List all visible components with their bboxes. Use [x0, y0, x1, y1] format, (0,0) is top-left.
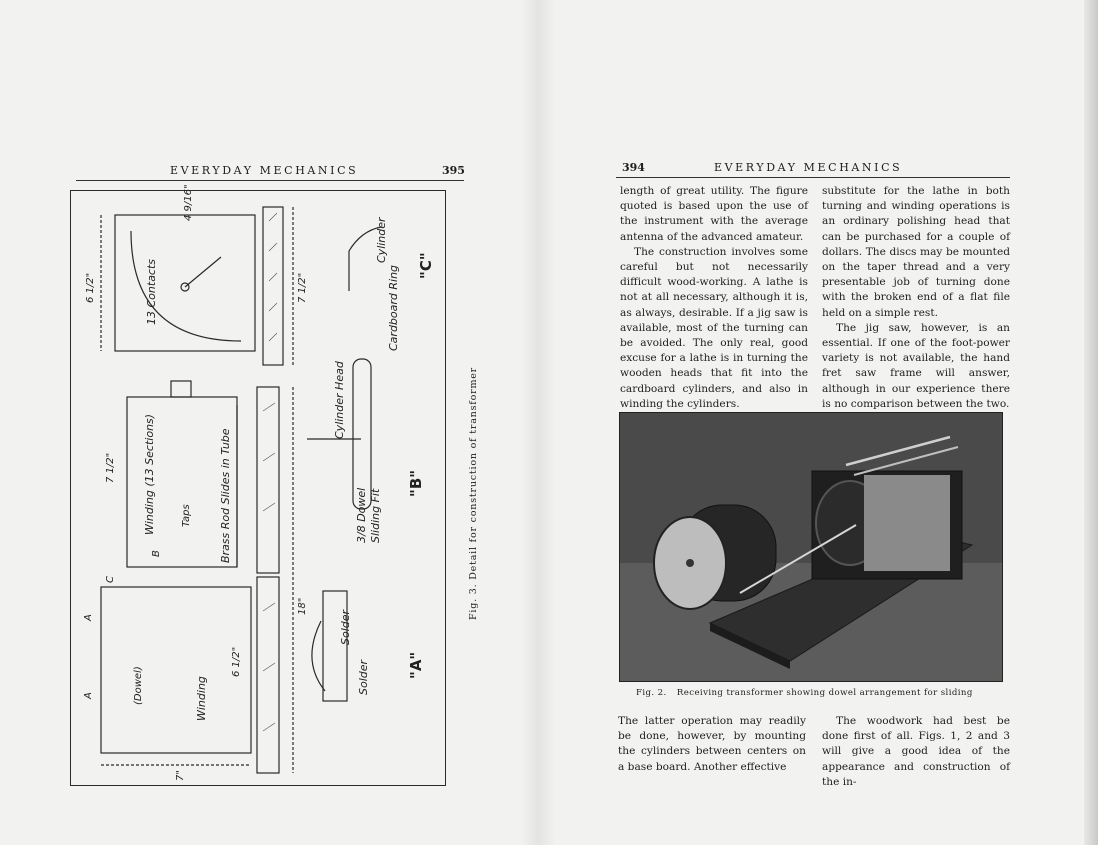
hatch-line: [262, 662, 276, 672]
right-cylinder-winding: [864, 475, 950, 571]
cylinder-head-dowel: [352, 358, 372, 510]
label-winding-sections: Winding (13 Sections): [143, 413, 156, 535]
label-dowel-fit: 3/8 Dowel: [355, 487, 368, 543]
figure-2-photo: [619, 412, 1003, 682]
label-dim-height: 7 1/2": [297, 272, 308, 303]
label-letter-a1: A: [83, 614, 94, 621]
label-dim-mid: 7 1/2": [105, 452, 116, 483]
switch-arm: [184, 256, 222, 288]
hatch-line: [262, 502, 276, 512]
left-running-head: EVERYDAY MECHANICS: [170, 164, 359, 177]
label-solder-1: Solder: [339, 609, 352, 645]
solder-wire: [311, 620, 326, 692]
right-page-number: 394: [622, 161, 645, 174]
solder-detail: [322, 590, 348, 702]
right-header-rule: [616, 177, 1010, 178]
cylinder-ring-curve: [348, 226, 382, 291]
paragraph: length of great utility. The figure quot…: [620, 185, 808, 243]
transformer-construction-drawing: [100, 206, 382, 774]
page-gutter: [520, 0, 556, 845]
switch-pivot: [180, 282, 190, 292]
hatch-line: [268, 242, 278, 252]
label-dim-side: 6 1/2": [85, 272, 96, 303]
label-view-b: "B": [407, 469, 425, 497]
figure-2-caption-text: Receiving transformer showing dowel arra…: [676, 688, 973, 698]
cylinder-view-a: [100, 586, 252, 754]
receiving-transformer-photo: [620, 413, 1002, 681]
left-header-rule: [76, 180, 464, 181]
hatch-line: [268, 272, 278, 282]
paragraph: substitute for the lathe in both turning…: [822, 185, 1010, 319]
paragraph: The latter operation may readily be done…: [618, 715, 806, 773]
label-cylinder-head: Cylinder Head: [333, 361, 346, 439]
hatch-line: [262, 602, 276, 612]
label-view-c: "C": [417, 252, 435, 279]
label-dim-top: 4 9/16": [183, 184, 194, 221]
label-solder-2: Solder: [357, 659, 370, 695]
label-letter-b: B: [151, 550, 162, 557]
label-13-contacts: 13 Contacts: [145, 258, 158, 325]
figure-2-label: Fig. 2.: [636, 688, 667, 698]
label-cylinder: Cylinder: [375, 217, 388, 263]
panel-arc: [130, 230, 242, 342]
hatch-line: [268, 332, 278, 342]
text-column-a: length of great utility. The figure quot…: [620, 184, 808, 412]
left-cylinder-hub: [686, 559, 694, 567]
paragraph: The woodwork had best be done first of a…: [822, 715, 1010, 788]
label-letter-c: C: [105, 576, 116, 583]
figure-3-drawing: 13 Contacts 4 9/16" 6 1/2" 7 1/2" Windin…: [70, 184, 446, 786]
label-cardboard-ring: Cardboard Ring: [387, 264, 400, 351]
label-letter-a2: A: [83, 692, 94, 699]
slide-rod-upper: [845, 435, 951, 467]
dowel-rod: [739, 524, 857, 594]
base-board-lower: [256, 576, 280, 774]
text-column-d: The woodwork had best be done first of a…: [822, 714, 1010, 790]
label-dim-bottom: 18": [297, 597, 308, 615]
contact-panel: [114, 214, 256, 352]
page-edge-shadow: [1084, 0, 1098, 845]
slide-rod-lower: [853, 446, 959, 476]
label-dowel: (Dowel): [133, 666, 144, 705]
hatch-line: [268, 212, 278, 222]
paragraph: The construction involves some careful b…: [620, 245, 808, 410]
base-board-edge: [710, 623, 790, 669]
cylinder-cap: [170, 380, 192, 398]
label-brass-rod: Brass Rod Slides in Tube: [219, 428, 232, 563]
label-taps: Taps: [181, 504, 192, 527]
label-winding: Winding: [195, 676, 208, 721]
label-view-a: "A": [407, 651, 425, 679]
hatch-line: [262, 402, 276, 412]
base-board-mid: [256, 386, 280, 574]
text-column-b: substitute for the lathe in both turning…: [822, 184, 1010, 412]
hatch-line: [268, 302, 278, 312]
panel-side-board: [262, 206, 284, 366]
left-page-number: 395: [442, 164, 465, 177]
paragraph: The jig saw, however, is an essential. I…: [822, 321, 1010, 410]
label-dim-base: 7": [175, 770, 186, 781]
label-dim-lower: 6 1/2": [231, 646, 242, 677]
text-column-c: The latter operation may readily be done…: [618, 714, 806, 775]
right-running-head: EVERYDAY MECHANICS: [714, 161, 903, 174]
label-sliding-fit: Sliding Fit: [369, 488, 382, 543]
figure-2-caption: Fig. 2. Receiving transformer showing do…: [636, 688, 973, 698]
figure-3-caption: Fig. 3. Detail for construction of trans…: [468, 366, 479, 620]
hatch-line: [262, 722, 276, 732]
hatch-line: [262, 452, 276, 462]
